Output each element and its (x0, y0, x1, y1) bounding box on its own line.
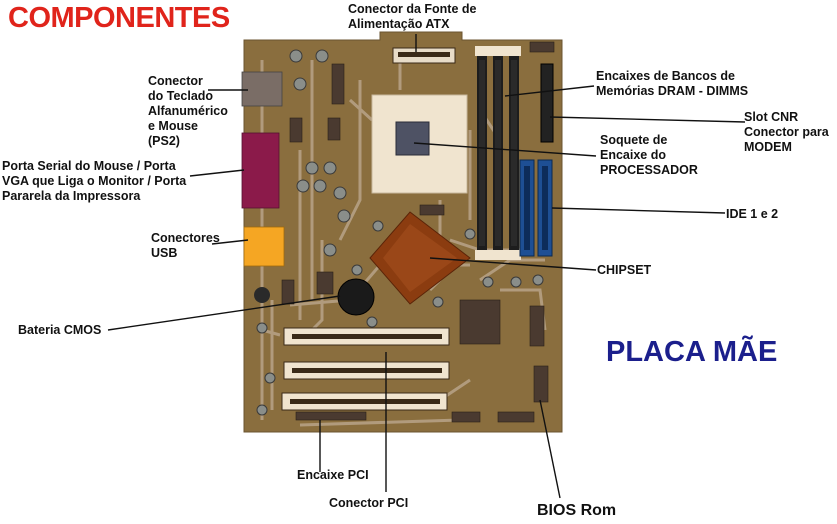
label-cpu-socket: Soquete de Encaixe do PROCESSADOR (600, 133, 698, 177)
label-keyboard-ps2: Conector do Teclado Alfanumérico e Mouse… (148, 74, 228, 148)
label-cmos-battery: Bateria CMOS (18, 323, 102, 337)
label-serial-vga-parallel: Porta Serial do Mouse / Porta VGA que Li… (2, 159, 187, 203)
capacitors (256, 49, 544, 416)
small-battery-dark (254, 287, 270, 303)
cpu-socket-core (395, 121, 430, 156)
label-pci-slot: Encaixe PCI (297, 468, 369, 482)
ps2-connector (241, 71, 283, 107)
usb-connectors (243, 226, 285, 267)
label-ide: IDE 1 e 2 (726, 207, 779, 221)
label-chipset: CHIPSET (597, 263, 652, 277)
label-cnr: Slot CNR Conector para MODEM (744, 110, 829, 154)
cmos-battery (337, 278, 375, 316)
ide-connectors (519, 159, 553, 257)
label-atx-power: Conector da Fonte de Alimentação ATX (348, 2, 477, 31)
serial-vga-parallel-ports (241, 132, 280, 209)
label-usb: Conectores USB (151, 231, 220, 260)
board-title: PLACA MÃE (606, 336, 778, 368)
cnr-slot (540, 63, 554, 143)
page-title: COMPONENTES (8, 2, 230, 34)
pci-slots (281, 327, 450, 411)
label-bios-rom: BIOS Rom (537, 502, 617, 519)
label-pci-connector: Conector PCI (329, 496, 409, 510)
small-chips (281, 41, 555, 423)
leader-lines (107, 34, 746, 499)
label-dimm: Encaixes de Bancos de Memórias DRAM - DI… (596, 69, 749, 98)
dimm-slots (475, 46, 521, 260)
